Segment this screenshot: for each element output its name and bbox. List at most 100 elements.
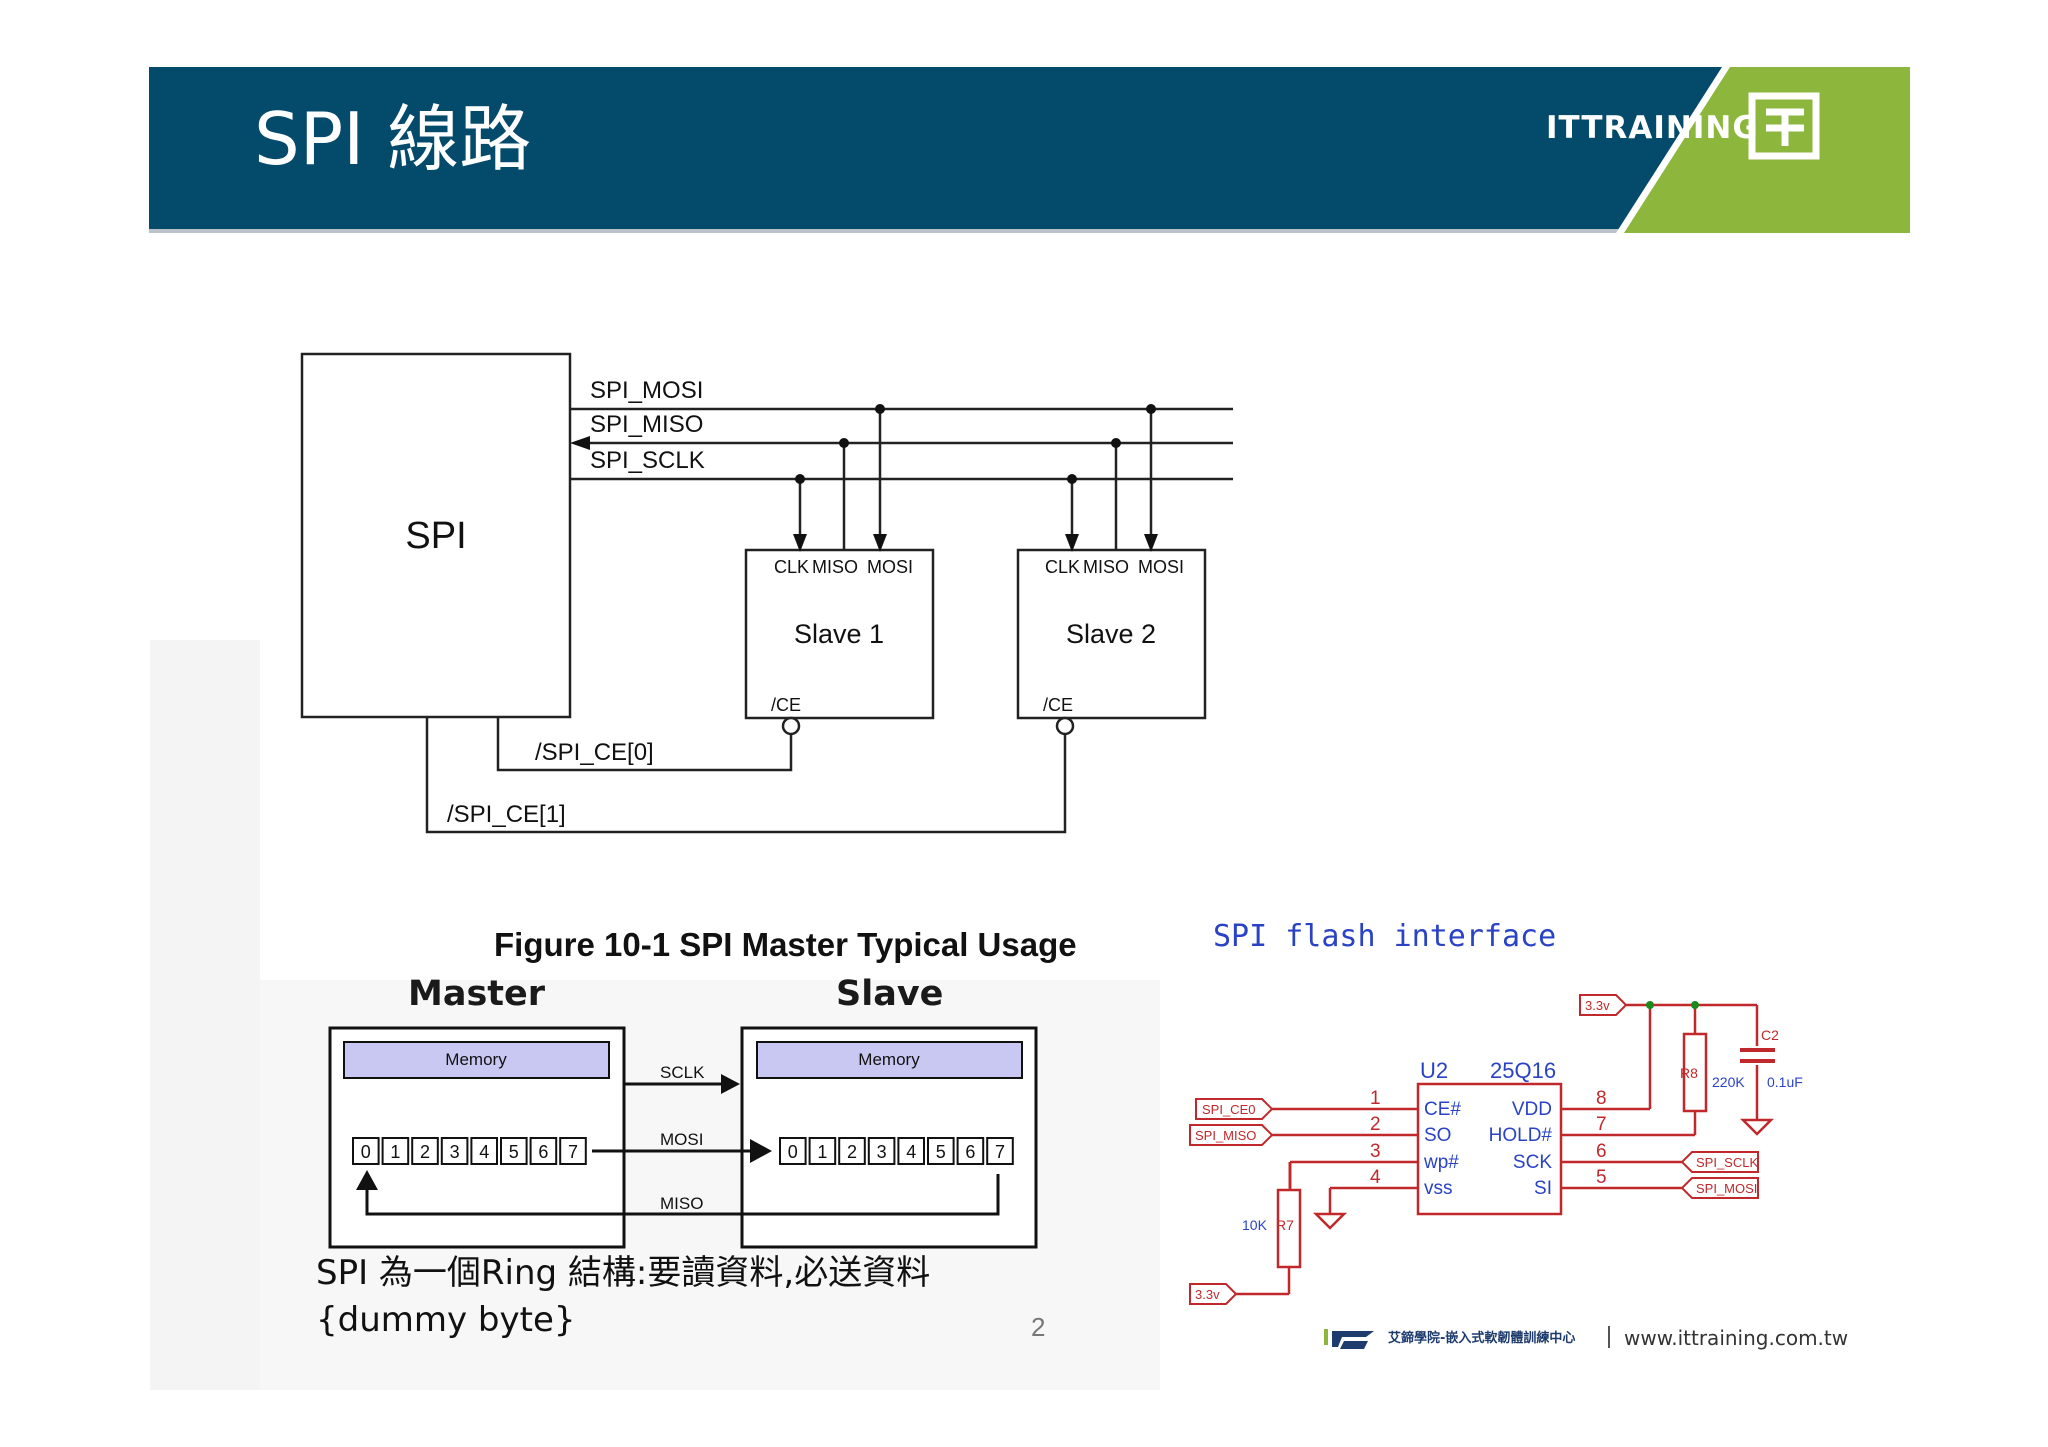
footer-logo-icon — [1324, 1329, 1374, 1349]
slave-label: Slave — [836, 974, 944, 1014]
logo-text: ITTRAINING — [1546, 110, 1759, 146]
slave-bit-label: 5 — [936, 1142, 946, 1162]
r7-ref: R7 — [1276, 1217, 1294, 1233]
slave2-mosi-arrow-icon — [1144, 534, 1158, 552]
slave1-clk-arrow-icon — [793, 534, 807, 552]
description-line-1: SPI 為一個Ring 結構:要讀資料,必送資料 — [316, 1253, 931, 1293]
bus-label-sclk: SPI_SCLK — [590, 447, 705, 474]
c2-ref: C2 — [1761, 1027, 1779, 1043]
master-bit-cell — [381, 1137, 410, 1165]
master-bit-cell — [500, 1137, 528, 1165]
flash-title: SPI flash interface — [1213, 919, 1557, 954]
slave2-clk-arrow-icon — [1065, 534, 1079, 552]
ittraining-logo — [1616, 67, 1910, 233]
master-label: Master — [408, 974, 546, 1014]
master-bit-cell — [470, 1137, 498, 1165]
slave-bit-cell — [808, 1137, 837, 1165]
slave1-ce-pin: /CE — [771, 695, 801, 715]
slave-bit-label: 6 — [965, 1142, 975, 1162]
net-label-mosi: SPI_MOSI — [1696, 1181, 1757, 1196]
r7-value: 10K — [1242, 1217, 1268, 1233]
net-flag-miso — [1189, 1124, 1274, 1146]
page-number: 2 — [1031, 1312, 1046, 1342]
slave-2-box — [1016, 548, 1207, 720]
pin-name-vdd: VDD — [1512, 1099, 1552, 1120]
net-label-ce: SPI_CE0 — [1202, 1102, 1255, 1117]
net-flag-vcc-bottom — [1189, 1283, 1238, 1305]
header-bar: SPI 線路 — [149, 67, 1910, 233]
slave1-name: Slave 1 — [794, 619, 884, 649]
miso-line — [365, 1174, 1000, 1216]
master-bit-cell — [559, 1137, 587, 1165]
slave-bit-cell — [867, 1137, 896, 1165]
pin-num-3: 3 — [1370, 1141, 1381, 1162]
net-flag-sclk — [1680, 1151, 1759, 1173]
pin-num-5: 5 — [1596, 1167, 1607, 1188]
slave-bit-cell — [838, 1137, 866, 1165]
slave-bit-cell — [927, 1137, 955, 1165]
miso-arrow-icon — [356, 1170, 378, 1190]
pin-name-sck: SCK — [1513, 1152, 1552, 1173]
slave-bit-cell — [779, 1137, 807, 1165]
bus-label-mosi: SPI_MOSI — [590, 377, 703, 404]
slave-bit-label: 7 — [995, 1142, 1005, 1162]
net-label-vcc-top: 3.3v — [1585, 998, 1610, 1013]
vss-ground-icon — [1312, 1212, 1348, 1230]
slave1-pin-mosi: MOSI — [867, 557, 913, 577]
master-bit-label: 0 — [361, 1142, 371, 1162]
slave-bit-label: 1 — [817, 1142, 827, 1162]
sclk-arrow-icon — [721, 1074, 740, 1094]
master-bit-cell — [411, 1137, 439, 1165]
slave-bit-label: 3 — [877, 1142, 887, 1162]
flash-chip-body — [1416, 1082, 1563, 1216]
logo-mark-icon — [1748, 92, 1820, 160]
r8-ref: R8 — [1680, 1065, 1698, 1081]
ce1-line — [425, 717, 1067, 834]
slave-bit-label: 4 — [906, 1142, 916, 1162]
footer-divider — [1608, 1326, 1610, 1348]
sclk-label: SCLK — [660, 1063, 705, 1082]
description-line-2: {dummy byte} — [316, 1300, 576, 1340]
master-bit-label: 7 — [568, 1142, 578, 1162]
net-label-vcc-bottom: 3.3v — [1195, 1287, 1220, 1302]
slave-bit-label: 0 — [788, 1142, 798, 1162]
slave-memory-box — [756, 1041, 1023, 1079]
slave-bit-label: 2 — [847, 1142, 857, 1162]
slave1-mosi-arrow-icon — [873, 534, 887, 552]
chip-part: 25Q16 — [1490, 1058, 1556, 1083]
pin-name-wp: wp# — [1423, 1152, 1459, 1173]
master-bit-label: 5 — [509, 1142, 519, 1162]
slave-1-box — [744, 548, 935, 720]
footer-org-name: 艾鍗學院-嵌入式軟韌體訓練中心 — [1388, 1331, 1576, 1346]
footer-website[interactable]: www.ittraining.com.tw — [1624, 1326, 1849, 1350]
master-memory-label: Memory — [445, 1050, 507, 1069]
net-flag-ce — [1195, 1098, 1274, 1120]
description-text: SPI 為一個Ring 結構:要讀資料,必送資料 {dummy byte} — [316, 1250, 1016, 1344]
spi-master-label: SPI — [405, 515, 466, 557]
page-title: SPI 線路 — [254, 97, 532, 181]
slave1-pin-miso: MISO — [812, 557, 858, 577]
master-memory-box — [343, 1041, 610, 1079]
slave-memory-label: Memory — [858, 1050, 920, 1069]
r8-resistor — [1682, 1032, 1708, 1113]
slave-bit-cell — [956, 1137, 985, 1165]
master-bit-label: 6 — [538, 1142, 548, 1162]
slave2-name: Slave 2 — [1066, 619, 1156, 649]
net-flag-mosi — [1680, 1177, 1759, 1199]
mosi-label: MOSI — [660, 1130, 703, 1149]
miso-arrow-icon — [570, 436, 590, 450]
r8-value: 220K — [1712, 1074, 1745, 1090]
master-bit-cell — [529, 1137, 558, 1165]
slave2-pin-mosi: MOSI — [1138, 557, 1184, 577]
ce0-label: /SPI_CE[0] — [535, 739, 654, 766]
pin-num-6: 6 — [1596, 1141, 1607, 1162]
master-bit-label: 2 — [420, 1142, 430, 1162]
master-bit-cell — [352, 1137, 380, 1165]
ce1-label: /SPI_CE[1] — [447, 801, 566, 828]
figure-caption: Figure 10-1 SPI Master Typical Usage — [494, 926, 1077, 963]
net-label-miso: SPI_MISO — [1195, 1128, 1256, 1143]
